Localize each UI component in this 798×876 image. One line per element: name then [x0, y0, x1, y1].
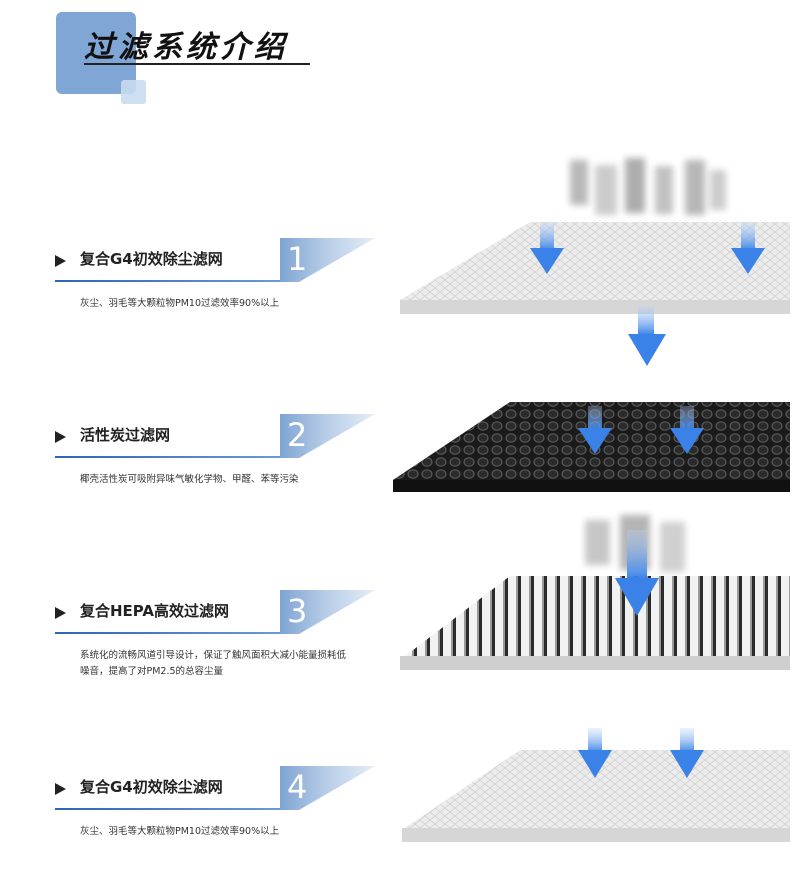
- filter-name: 活性炭过滤网: [80, 426, 171, 444]
- filter-item-1: 复合G4初效除尘滤网 1 灰尘、羽毛等大颗粒物PM10过滤效率90%以上: [0, 238, 390, 348]
- filter-number: 1: [287, 240, 308, 278]
- divider-line: [55, 456, 280, 458]
- filter-item-3: 复合HEPA高效过滤网 3 系统化的流畅风道引导设计，保证了触风面积大减小能量损…: [0, 590, 390, 700]
- triangle-bullet-icon: [55, 607, 66, 619]
- divider-line: [55, 280, 280, 282]
- filter-description: 灰尘、羽毛等大颗粒物PM10过滤效率90%以上: [80, 826, 280, 837]
- header-decor-small-square: [121, 80, 146, 104]
- g4-filter-layer-1: [400, 158, 790, 314]
- triangle-bullet-icon: [55, 431, 66, 443]
- down-arrow-icon: [670, 728, 704, 778]
- down-arrow-icon: [628, 306, 666, 366]
- down-arrow-icon: [615, 530, 659, 616]
- filter-description: 椰壳活性炭可吸附异味气敏化学物、甲醛、苯等污染: [80, 474, 299, 485]
- triangle-bullet-icon: [55, 783, 66, 795]
- filter-item-4: 复合G4初效除尘滤网 4 灰尘、羽毛等大颗粒物PM10过滤效率90%以上: [0, 766, 390, 876]
- triangle-bullet-icon: [55, 255, 66, 267]
- filter-number: 3: [287, 592, 308, 630]
- filter-number: 2: [287, 416, 308, 454]
- divider-line: [55, 808, 280, 810]
- down-arrow-icon: [578, 728, 612, 778]
- filter-name: 复合G4初效除尘滤网: [80, 778, 223, 796]
- divider-line: [55, 632, 280, 634]
- down-arrow-icon: [530, 222, 564, 274]
- filter-description: 灰尘、羽毛等大颗粒物PM10过滤效率90%以上: [80, 298, 280, 309]
- title-underline: [84, 63, 310, 65]
- filter-number: 4: [287, 768, 308, 806]
- filter-item-2: 活性炭过滤网 2 椰壳活性炭可吸附异味气敏化学物、甲醛、苯等污染: [0, 414, 390, 524]
- hepa-layer-3: [400, 515, 790, 670]
- page-title: 过滤系统介绍: [84, 30, 288, 65]
- filter-name: 复合G4初效除尘滤网: [80, 250, 223, 268]
- g4-filter-layer-4: [402, 750, 790, 842]
- down-arrow-icon: [670, 406, 704, 454]
- down-arrow-icon: [731, 222, 765, 274]
- activated-carbon-layer-2: [393, 402, 790, 492]
- filter-name: 复合HEPA高效过滤网: [80, 602, 230, 620]
- filter-description: 系统化的流畅风道引导设计，保证了触风面积大减小能量损耗低噪音，提高了对PM2.5…: [80, 650, 347, 677]
- down-arrow-icon: [578, 406, 612, 454]
